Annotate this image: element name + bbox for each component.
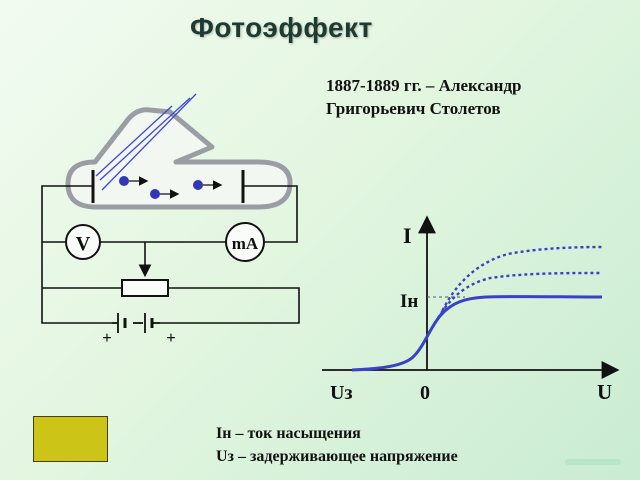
light-beam: [101, 93, 197, 191]
wire-rheostat-right: [160, 287, 300, 324]
color-swatch: [33, 416, 108, 462]
higher-intensity-curve-1: [436, 271, 603, 319]
milliammeter: [225, 222, 265, 262]
vacuum-tube: [65, 107, 293, 210]
electron: [193, 180, 203, 190]
voltmeter: [65, 224, 101, 260]
rheostat: [121, 279, 169, 297]
voltmeter-label: V: [76, 233, 91, 255]
light-beams: [95, 93, 197, 191]
subtitle-line-1: 1887-1889 гг. – Александр: [326, 76, 522, 95]
legend-stopping-voltage: Uз – задерживающее напряжение: [216, 448, 458, 465]
wire-right: [243, 185, 298, 243]
milliammeter-label: mA: [232, 234, 259, 253]
stopping-voltage-label: Uз: [330, 382, 352, 404]
electrons: [119, 176, 223, 199]
y-axis-label: I: [403, 223, 412, 248]
circuit-wires: [41, 185, 300, 324]
battery-terminal-right: +: [166, 328, 176, 347]
light-beam: [95, 105, 173, 177]
subtitle-line-2: Григорьевич Столетов: [326, 99, 501, 118]
x-axis-label: U: [597, 380, 612, 404]
wire-left: [41, 185, 112, 324]
photo-circuit: V mA + +: [41, 93, 300, 347]
slide-subtitle: 1887-1889 гг. – Александр Григорьевич Ст…: [326, 74, 626, 120]
electron: [119, 176, 129, 186]
saturation-curve: [351, 295, 603, 372]
slide-title: Фотоэффект: [190, 12, 373, 43]
battery-terminal-left: +: [102, 328, 112, 347]
legend: Iн – ток насыщения Uз – задерживающее на…: [216, 422, 626, 468]
current-voltage-graph: I Iн Uз 0 U: [322, 215, 620, 404]
legend-saturation-current: Iн – ток насыщения: [216, 425, 361, 442]
electron: [150, 189, 160, 199]
light-beam: [99, 97, 191, 181]
origin-label: 0: [420, 382, 430, 404]
saturation-current-label: Iн: [400, 291, 418, 312]
slide-nav-bar[interactable]: [565, 459, 621, 465]
battery: [112, 313, 160, 333]
higher-intensity-curve-2: [438, 245, 603, 317]
